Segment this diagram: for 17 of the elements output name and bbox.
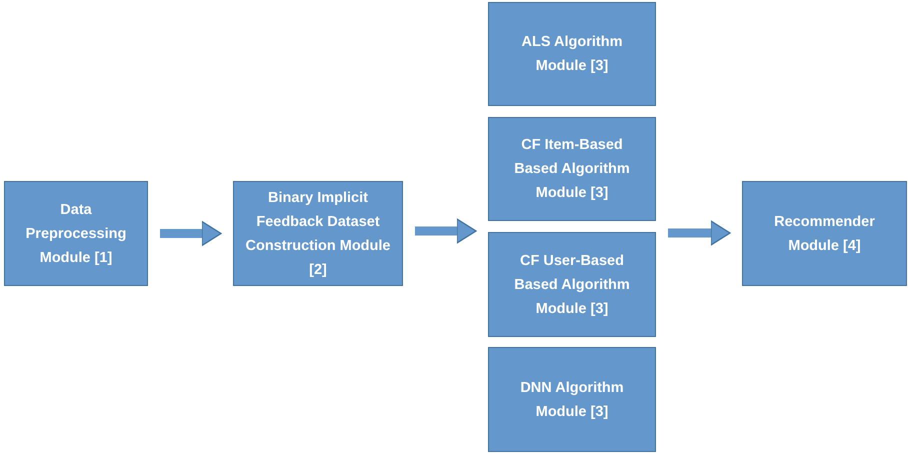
module-label: Recommender Module [4] <box>773 212 876 256</box>
block-arrow <box>668 220 731 246</box>
module-label: CF User-Based Based Algorithm Module [3] <box>513 252 631 318</box>
module-box <box>488 347 656 452</box>
module-box <box>488 2 656 106</box>
module-label: Binary Implicit Feedback Dataset Construction Module [2] <box>244 188 392 280</box>
module-label: DNN Algorithm Module [3] <box>519 378 625 422</box>
module-box <box>4 181 148 286</box>
module-box <box>233 181 403 286</box>
module-box <box>488 117 656 221</box>
block-arrow <box>415 218 477 244</box>
module-box <box>488 232 656 337</box>
module-label: CF Item-Based Based Algorithm Module [3] <box>513 136 631 203</box>
module-label: ALS Algorithm Module [3] <box>520 33 624 76</box>
block-arrow <box>160 220 222 246</box>
module-box <box>742 181 907 286</box>
module-label: Data Preprocessing Module [1] <box>24 200 128 268</box>
